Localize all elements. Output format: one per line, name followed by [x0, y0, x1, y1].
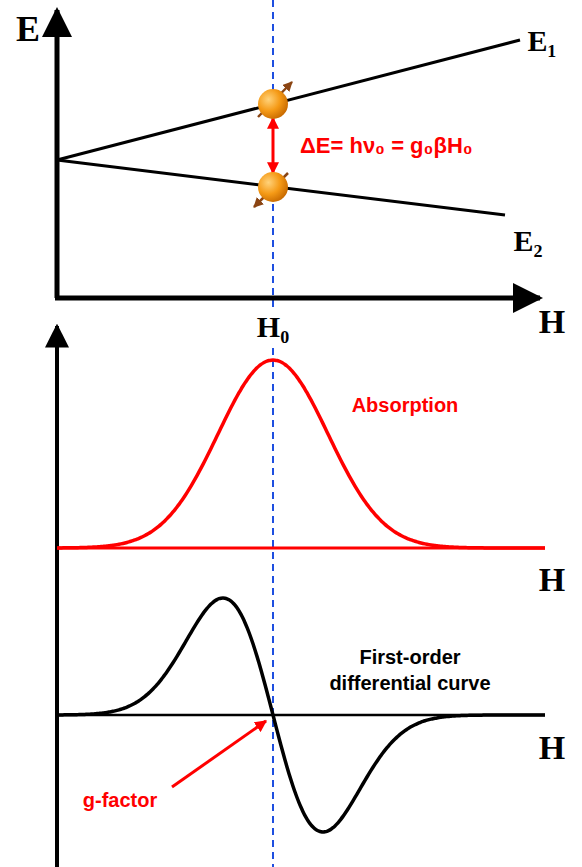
- axis-label: H: [539, 303, 565, 340]
- lower-level: [57, 160, 505, 215]
- pointer-label: g-factor: [83, 789, 157, 811]
- absorption-curve: [57, 360, 545, 548]
- upper-level: [57, 40, 520, 160]
- derivative-curve: [57, 598, 545, 832]
- axis-label: H: [539, 729, 565, 766]
- curve-label: First-order differential curve: [310, 644, 510, 696]
- transition-arrow: [272, 118, 275, 173]
- field-value: H₀: [254, 310, 292, 343]
- pointer-arrow: [172, 721, 266, 787]
- field-axis: [55, 296, 540, 301]
- energy-axis: [55, 10, 60, 298]
- curve-label: Absorption: [352, 394, 459, 416]
- spin-arrow: [254, 173, 288, 207]
- level-label: E₁: [527, 24, 556, 57]
- level-label: E₂: [513, 224, 542, 257]
- signal-axis: [55, 326, 59, 867]
- electron-ball: [258, 89, 288, 119]
- resonance-guide: [272, 0, 274, 867]
- electron-ball: [258, 172, 288, 202]
- resonance-equation: ΔE= hν₀ = g₀βH₀: [300, 134, 473, 158]
- axis-label: E: [16, 10, 40, 50]
- axis-label: H: [539, 561, 565, 598]
